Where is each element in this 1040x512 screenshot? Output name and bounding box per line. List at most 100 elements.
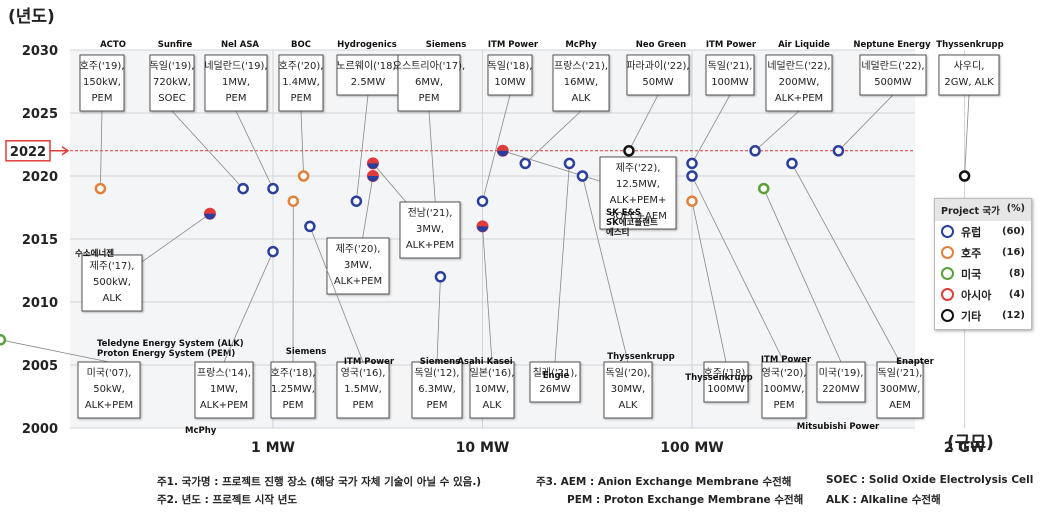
annotation-box (278, 54, 324, 112)
data-point (94, 182, 107, 195)
annotation-line: 독일('21), (878, 367, 923, 379)
data-point (623, 145, 635, 157)
annotation-line: 1MW, (222, 77, 250, 88)
leader-line (628, 94, 659, 151)
annotation-line: ALK+PEM (85, 400, 133, 411)
company-label: McPhy (565, 40, 597, 50)
annotation-line: 호주('18), (704, 367, 749, 379)
company-label: ITM Power (488, 40, 539, 50)
annotation-line: 2GW, ALK (944, 77, 994, 88)
annotation-line: 노르웨이('18), (336, 60, 399, 72)
company-label: SK E&S (606, 208, 641, 218)
data-point (686, 170, 698, 182)
legend-item: 호주(16) (935, 242, 1031, 263)
legend-item: 유럽(60) (935, 221, 1031, 242)
annotation-line: 100MW (707, 384, 745, 395)
legend-unit: (%) (1006, 203, 1025, 214)
annotation-line: 칠레('21), (533, 367, 578, 379)
annotation-box (411, 361, 463, 419)
y-tick-label: 2015 (22, 233, 58, 248)
annotation-line: SOEC (158, 93, 186, 104)
annotation-box (703, 361, 749, 403)
annotation-box (765, 54, 833, 112)
annotation-line: 6MW, (415, 77, 443, 88)
annotation-box (336, 361, 390, 419)
annotation-line: ALK (619, 400, 638, 411)
annotation-line: 미국('19), (819, 367, 864, 379)
data-point (749, 145, 761, 157)
company-label: Neo Green (636, 40, 686, 50)
annotation-line: SOEC+AEM (609, 211, 667, 222)
legend-item: 기타(12) (935, 305, 1031, 326)
company-label: Air Liquide (778, 40, 830, 50)
company-label: ITM Power (761, 355, 812, 365)
data-point (267, 245, 279, 258)
annotation-line: 네덜란드('19), (204, 60, 267, 72)
company-label: 수소에너젠 (75, 248, 114, 259)
note-3b: PEM : Proton Exchange Membrane 수전해 (567, 494, 804, 506)
x-axis-label: (규모) (947, 433, 994, 453)
annotation-box (79, 54, 125, 112)
annotation-line: PEM (92, 93, 113, 104)
data-point (686, 195, 698, 207)
annotation-line: ALK (483, 400, 502, 411)
leader-line (482, 94, 511, 202)
annotation-box (326, 237, 390, 295)
annotation-box (705, 54, 755, 96)
annotation-line: AEM (889, 400, 911, 411)
annotation-line: PEM (427, 400, 448, 411)
company-label: Engie (543, 371, 570, 381)
annotation-line: 200MW, (779, 77, 820, 88)
annotation-box (399, 201, 461, 259)
note-1: 주1. 국가명 : 프로젝트 진행 장소 (해당 국가 자체 기술이 아닐 수 … (157, 476, 482, 488)
annotation-line: 프랑스('14), (197, 367, 251, 379)
company-label: ITM Power (706, 40, 757, 50)
annotation-line: 30MW, (611, 384, 645, 395)
annotation-line: 파라과이('22), (626, 60, 689, 72)
annotation-line: 1.4MW, (282, 77, 320, 88)
annotation-line: 12.5MW, (616, 179, 660, 190)
annotation-line: 영국('16), (341, 367, 386, 379)
annotation-line: 2.5MW (351, 77, 386, 88)
leader-line (691, 201, 727, 363)
note-4a: SOEC : Solid Oxide Electrolysis Cell (826, 474, 1034, 486)
leader-line (235, 110, 274, 189)
annotation-line: 독일('21), (708, 60, 753, 72)
leader-line (309, 226, 364, 363)
annotation-line: ALK+PEM (334, 276, 382, 287)
annotation-line: PEM (774, 400, 795, 411)
annotation-line: 독일('12), (415, 367, 460, 379)
annotation-line: 오스트리아('17), (393, 60, 465, 72)
annotation-line: 50MW (642, 77, 673, 88)
data-point (757, 182, 770, 195)
legend-marker (941, 225, 954, 238)
annotation-line: PEM (353, 400, 374, 411)
annotation-line: 호주('20), (279, 60, 324, 72)
annotation-line: PEM (291, 93, 312, 104)
annotation-line: PEM (283, 400, 304, 411)
company-label: ITM Power (344, 357, 395, 367)
legend-pct: (16) (1001, 247, 1025, 258)
data-point (287, 195, 300, 207)
annotation-line: 프랑스('21), (554, 60, 608, 72)
legend-label: 아시아 (961, 288, 992, 302)
annotation-line: 50kW, (93, 384, 125, 395)
data-point (434, 271, 447, 283)
company-label: Hydrogenics (337, 40, 397, 50)
company-label: Sunfire (158, 40, 193, 50)
annotation-line: 독일('20), (606, 367, 651, 379)
data-point-asia-half (367, 163, 379, 169)
y-tick-label: 2020 (22, 170, 58, 185)
leader-line (754, 110, 800, 152)
legend-pct: (4) (1008, 289, 1025, 300)
note-4b: ALK : Alkaline 수전해 (826, 494, 941, 506)
data-point (304, 220, 316, 233)
data-point (0, 334, 7, 346)
leader-line (482, 226, 493, 363)
highlight-year-arrow (50, 146, 70, 156)
legend-label: 미국 (961, 267, 982, 281)
data-point (297, 170, 310, 182)
annotation-line: ALK (103, 293, 122, 304)
company-label: McPhy (185, 426, 217, 436)
